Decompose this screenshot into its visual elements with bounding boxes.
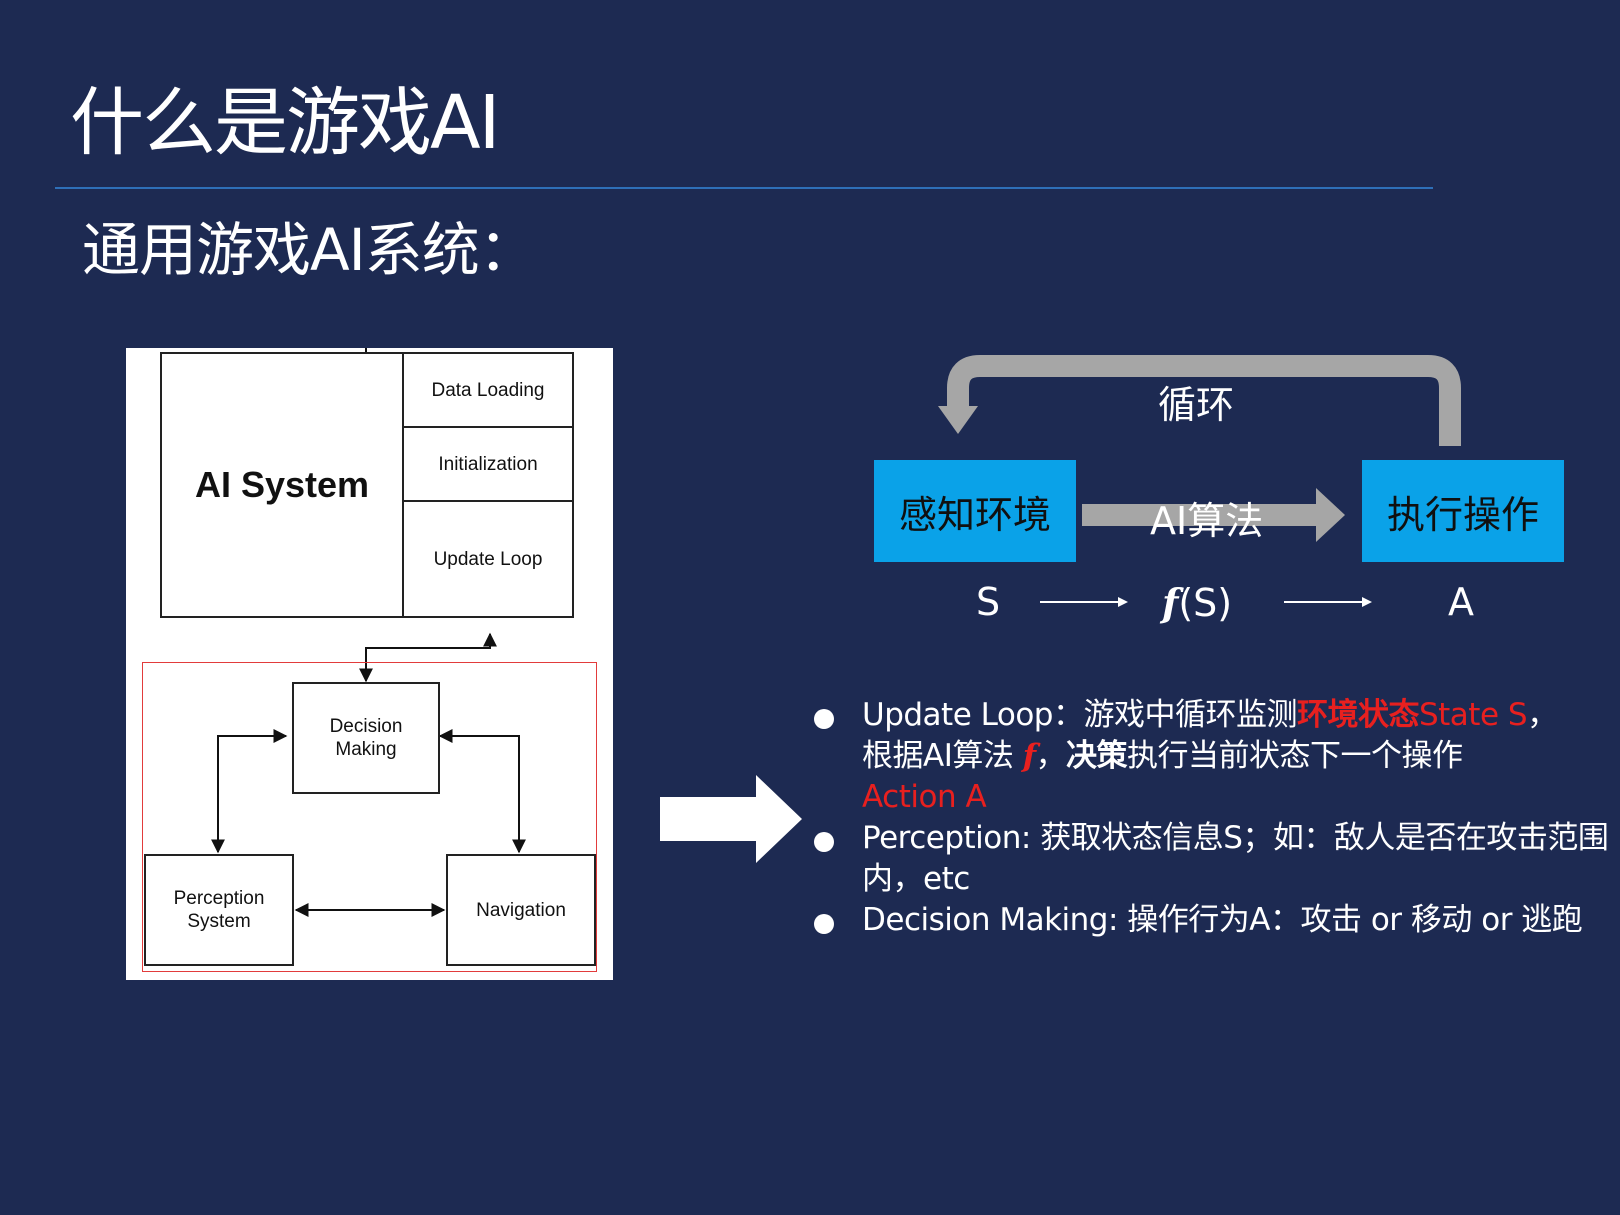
navigation-box: Navigation bbox=[446, 854, 596, 966]
execute-label: 执行操作 bbox=[1386, 492, 1539, 537]
right-arrow-icon bbox=[660, 775, 802, 863]
initialization-label: Initialization bbox=[438, 453, 538, 475]
bullet1-highlight-state: State S bbox=[1418, 697, 1528, 733]
bullet1-text-b: 根据AI算法 bbox=[862, 738, 1023, 774]
bullet1-decision: 决策 bbox=[1066, 738, 1128, 774]
algorithm-label: AI算法 bbox=[1150, 499, 1264, 543]
perceive-environment-node: 感知环境 bbox=[874, 460, 1076, 562]
slide-subtitle: 通用游戏AI系统： bbox=[82, 216, 537, 284]
data-loading-box: Data Loading bbox=[402, 352, 574, 428]
ai-system-box: AI System bbox=[160, 352, 404, 618]
execute-action-node: 执行操作 bbox=[1362, 460, 1564, 562]
data-loading-label: Data Loading bbox=[431, 379, 545, 401]
function-to-action-arrowhead bbox=[1362, 597, 1372, 607]
bullet1-comma2: ， bbox=[1035, 738, 1067, 774]
bullet-list: Update Loop：游戏中循环监测环境状态State S， 根据AI算法 f… bbox=[812, 695, 1612, 941]
slide-title: 什么是游戏AI bbox=[70, 80, 500, 166]
decision-perception-connector bbox=[211, 729, 288, 854]
loop-arrow bbox=[947, 355, 1461, 446]
bullet-decision-making: Decision Making: 操作行为A：攻击 or 移动 or 逃跑 bbox=[812, 900, 1612, 941]
update-loop-box: Update Loop bbox=[402, 500, 574, 618]
bullet1-function-f: f bbox=[1022, 738, 1036, 774]
update-loop-label: Update Loop bbox=[433, 548, 543, 570]
bullet-update-loop: Update Loop：游戏中循环监测环境状态State S， 根据AI算法 f… bbox=[812, 695, 1612, 818]
bullet1-text-a: Update Loop：游戏中循环监测 bbox=[862, 697, 1297, 733]
decision-label-line2: Making bbox=[335, 739, 397, 760]
algorithm-arrow-shaft bbox=[1082, 504, 1318, 526]
bullet1-action: Action A bbox=[862, 779, 987, 815]
perception-label-line2: System bbox=[187, 911, 251, 932]
bullet-dot-icon bbox=[814, 914, 834, 934]
loop-label: 循环 bbox=[1158, 383, 1235, 427]
function-symbol: f(S) bbox=[1162, 580, 1232, 625]
bullet3-text: Decision Making: 操作行为A：攻击 or 移动 or 逃跑 bbox=[862, 902, 1583, 938]
update-loop-to-decision-connector bbox=[359, 632, 497, 683]
function-f: f bbox=[1162, 580, 1179, 625]
state-to-function-arrowhead bbox=[1118, 597, 1128, 607]
bullet1-highlight-state-cn: 环境状态 bbox=[1296, 697, 1420, 733]
title-divider bbox=[55, 187, 1433, 189]
action-symbol: A bbox=[1448, 580, 1474, 624]
architecture-diagram: AI System Data Loading Initialization Up… bbox=[126, 348, 613, 980]
decision-navigation-connector bbox=[438, 729, 526, 854]
bullet1-comma: ， bbox=[1527, 697, 1558, 733]
bullet2-text: Perception: 获取状态信息S；如：敌人是否在攻击范围内，etc bbox=[862, 820, 1609, 897]
subsystem-frame bbox=[142, 662, 597, 972]
perception-system-box: Perception System bbox=[144, 854, 294, 966]
bullet-dot-icon bbox=[814, 709, 834, 729]
bullet-perception: Perception: 获取状态信息S；如：敌人是否在攻击范围内，etc bbox=[812, 818, 1612, 900]
bullet1-text-c: 执行当前状态下一个操作 bbox=[1127, 738, 1463, 774]
flow-diagram: 循环 感知环境 AI算法 执行操作 S f(S) A bbox=[860, 350, 1600, 640]
ai-system-label: AI System bbox=[194, 464, 370, 505]
perceive-label: 感知环境 bbox=[898, 492, 1051, 537]
algorithm-arrow-head bbox=[1316, 488, 1345, 542]
loop-arrow-head bbox=[938, 406, 978, 434]
perception-label-line1: Perception bbox=[173, 888, 265, 909]
function-arg: (S) bbox=[1178, 581, 1233, 625]
navigation-label: Navigation bbox=[476, 899, 566, 921]
decision-making-box: Decision Making bbox=[292, 682, 440, 794]
state-symbol: S bbox=[976, 580, 1001, 624]
initialization-box: Initialization bbox=[402, 426, 574, 502]
bullet-dot-icon bbox=[814, 832, 834, 852]
flow-arrows bbox=[938, 355, 1461, 607]
architecture-connectors bbox=[211, 348, 526, 917]
decision-label-line1: Decision bbox=[329, 716, 403, 737]
